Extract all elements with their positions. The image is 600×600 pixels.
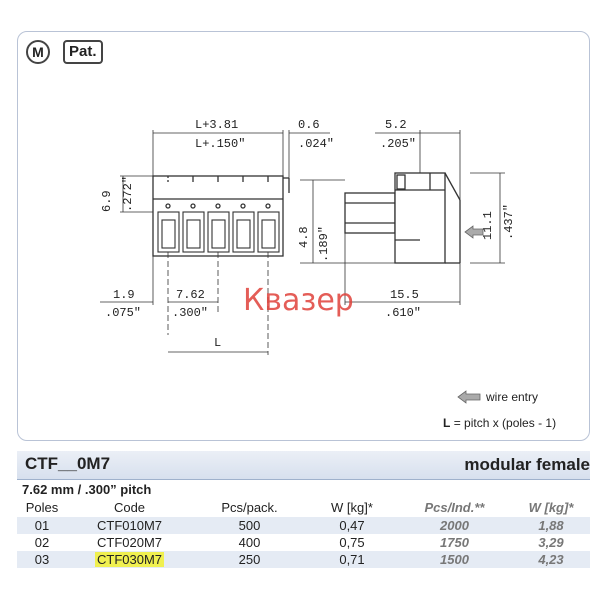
cell-pcs: 500 bbox=[192, 517, 307, 534]
cell-pcs: 400 bbox=[238, 535, 261, 550]
dim-bottom-l: L bbox=[214, 336, 221, 350]
table-row: 01 CTF010M7 500 0,47 2000 1,88 bbox=[17, 517, 590, 534]
table-row: 03 CTF030M7 250 0,71 1500 4,23 bbox=[17, 551, 590, 568]
technical-drawing: L+3.81 L+.150" 0.6 .024" 5.2 .205" 6.9 .… bbox=[100, 118, 516, 404]
dim-bottom-b-mm: 7.62 bbox=[176, 288, 205, 302]
dim-top-left-in: L+.150" bbox=[195, 137, 245, 151]
dim-top-right-mm: 5.2 bbox=[385, 118, 407, 132]
dim-top-right-in: .205" bbox=[380, 137, 416, 151]
col-weight-ind: W [kg]* bbox=[528, 500, 574, 515]
legend-wire-entry: wire entry bbox=[486, 390, 539, 404]
cell-weight-ind: 3,29 bbox=[538, 535, 564, 550]
legend-formula: L = pitch x (poles - 1) bbox=[443, 416, 556, 430]
dim-bottom-right-in: .610" bbox=[385, 306, 421, 320]
cell-weight: 0,71 bbox=[307, 551, 397, 568]
dim-mid-height-mm: 4.8 bbox=[297, 226, 311, 248]
dim-top-mid-mm: 0.6 bbox=[298, 118, 320, 132]
dim-top-left-mm: L+3.81 bbox=[195, 118, 238, 132]
cell-weight-ind: 1,88 bbox=[512, 517, 590, 534]
cell-code: CTF020M7 bbox=[96, 535, 163, 550]
product-header: CTF__0M7 modular female bbox=[17, 451, 590, 480]
product-code: CTF__0M7 bbox=[25, 454, 111, 473]
cell-poles: 03 bbox=[17, 551, 67, 568]
dim-mid-height-in: .189" bbox=[317, 226, 331, 262]
dim-bottom-a-mm: 1.9 bbox=[113, 288, 135, 302]
cell-code: CTF010M7 bbox=[67, 517, 192, 534]
patent-badge: Pat. bbox=[63, 40, 103, 64]
col-pcs-ind: Pcs/Ind.** bbox=[424, 500, 485, 515]
table-header-row: Poles Code Pcs/pack. W [kg]* Pcs/Ind.** … bbox=[17, 498, 590, 517]
dim-bottom-a-in: .075" bbox=[105, 306, 141, 320]
watermark: Квазер bbox=[243, 283, 354, 318]
legend-arrow-icon bbox=[457, 390, 481, 404]
connector-front-view bbox=[152, 175, 290, 355]
table-row: 02 CTF020M7 400 0,75 1750 3,29 bbox=[17, 534, 590, 551]
cell-weight-ind: 4,23 bbox=[512, 551, 590, 568]
dim-height-left-mm: 6.9 bbox=[100, 190, 114, 212]
modular-badge: M bbox=[26, 40, 50, 64]
connector-side-view bbox=[344, 172, 461, 264]
legend-formula-text: = pitch x (poles - 1) bbox=[453, 416, 557, 430]
cell-pcs-ind: 2000 bbox=[397, 517, 512, 534]
dim-height-left-in: .272" bbox=[121, 176, 135, 212]
cell-pcs: 250 bbox=[192, 551, 307, 568]
wire-entry-arrow bbox=[464, 225, 484, 239]
cell-weight: 0,75 bbox=[339, 535, 365, 550]
dim-right-height-mm: 11.1 bbox=[481, 211, 495, 240]
col-pcs-pack: Pcs/pack. bbox=[221, 500, 278, 515]
product-table: Poles Code Pcs/pack. W [kg]* Pcs/Ind.** … bbox=[17, 498, 590, 568]
dim-top-mid-in: .024" bbox=[298, 137, 334, 151]
cell-code: CTF030M7 bbox=[67, 551, 192, 568]
cell-pcs-ind: 1750 bbox=[440, 535, 469, 550]
col-weight: W [kg]* bbox=[331, 500, 373, 515]
dim-bottom-b-in: .300" bbox=[172, 306, 208, 320]
col-code: Code bbox=[113, 500, 146, 515]
drawing-frame bbox=[17, 31, 590, 441]
col-poles: Poles bbox=[25, 500, 59, 515]
cell-weight: 0,47 bbox=[307, 517, 397, 534]
dim-right-height-in: .437" bbox=[502, 204, 516, 240]
dim-bottom-right-mm: 15.5 bbox=[390, 288, 419, 302]
product-type: modular female bbox=[464, 455, 590, 474]
cell-poles: 02 bbox=[34, 535, 50, 550]
highlighted-code: CTF030M7 bbox=[94, 552, 165, 567]
cell-pcs-ind: 1500 bbox=[397, 551, 512, 568]
pitch-label: 7.62 mm / .300” pitch bbox=[22, 482, 152, 497]
cell-poles: 01 bbox=[17, 517, 67, 534]
legend-formula-l: L bbox=[443, 416, 451, 430]
